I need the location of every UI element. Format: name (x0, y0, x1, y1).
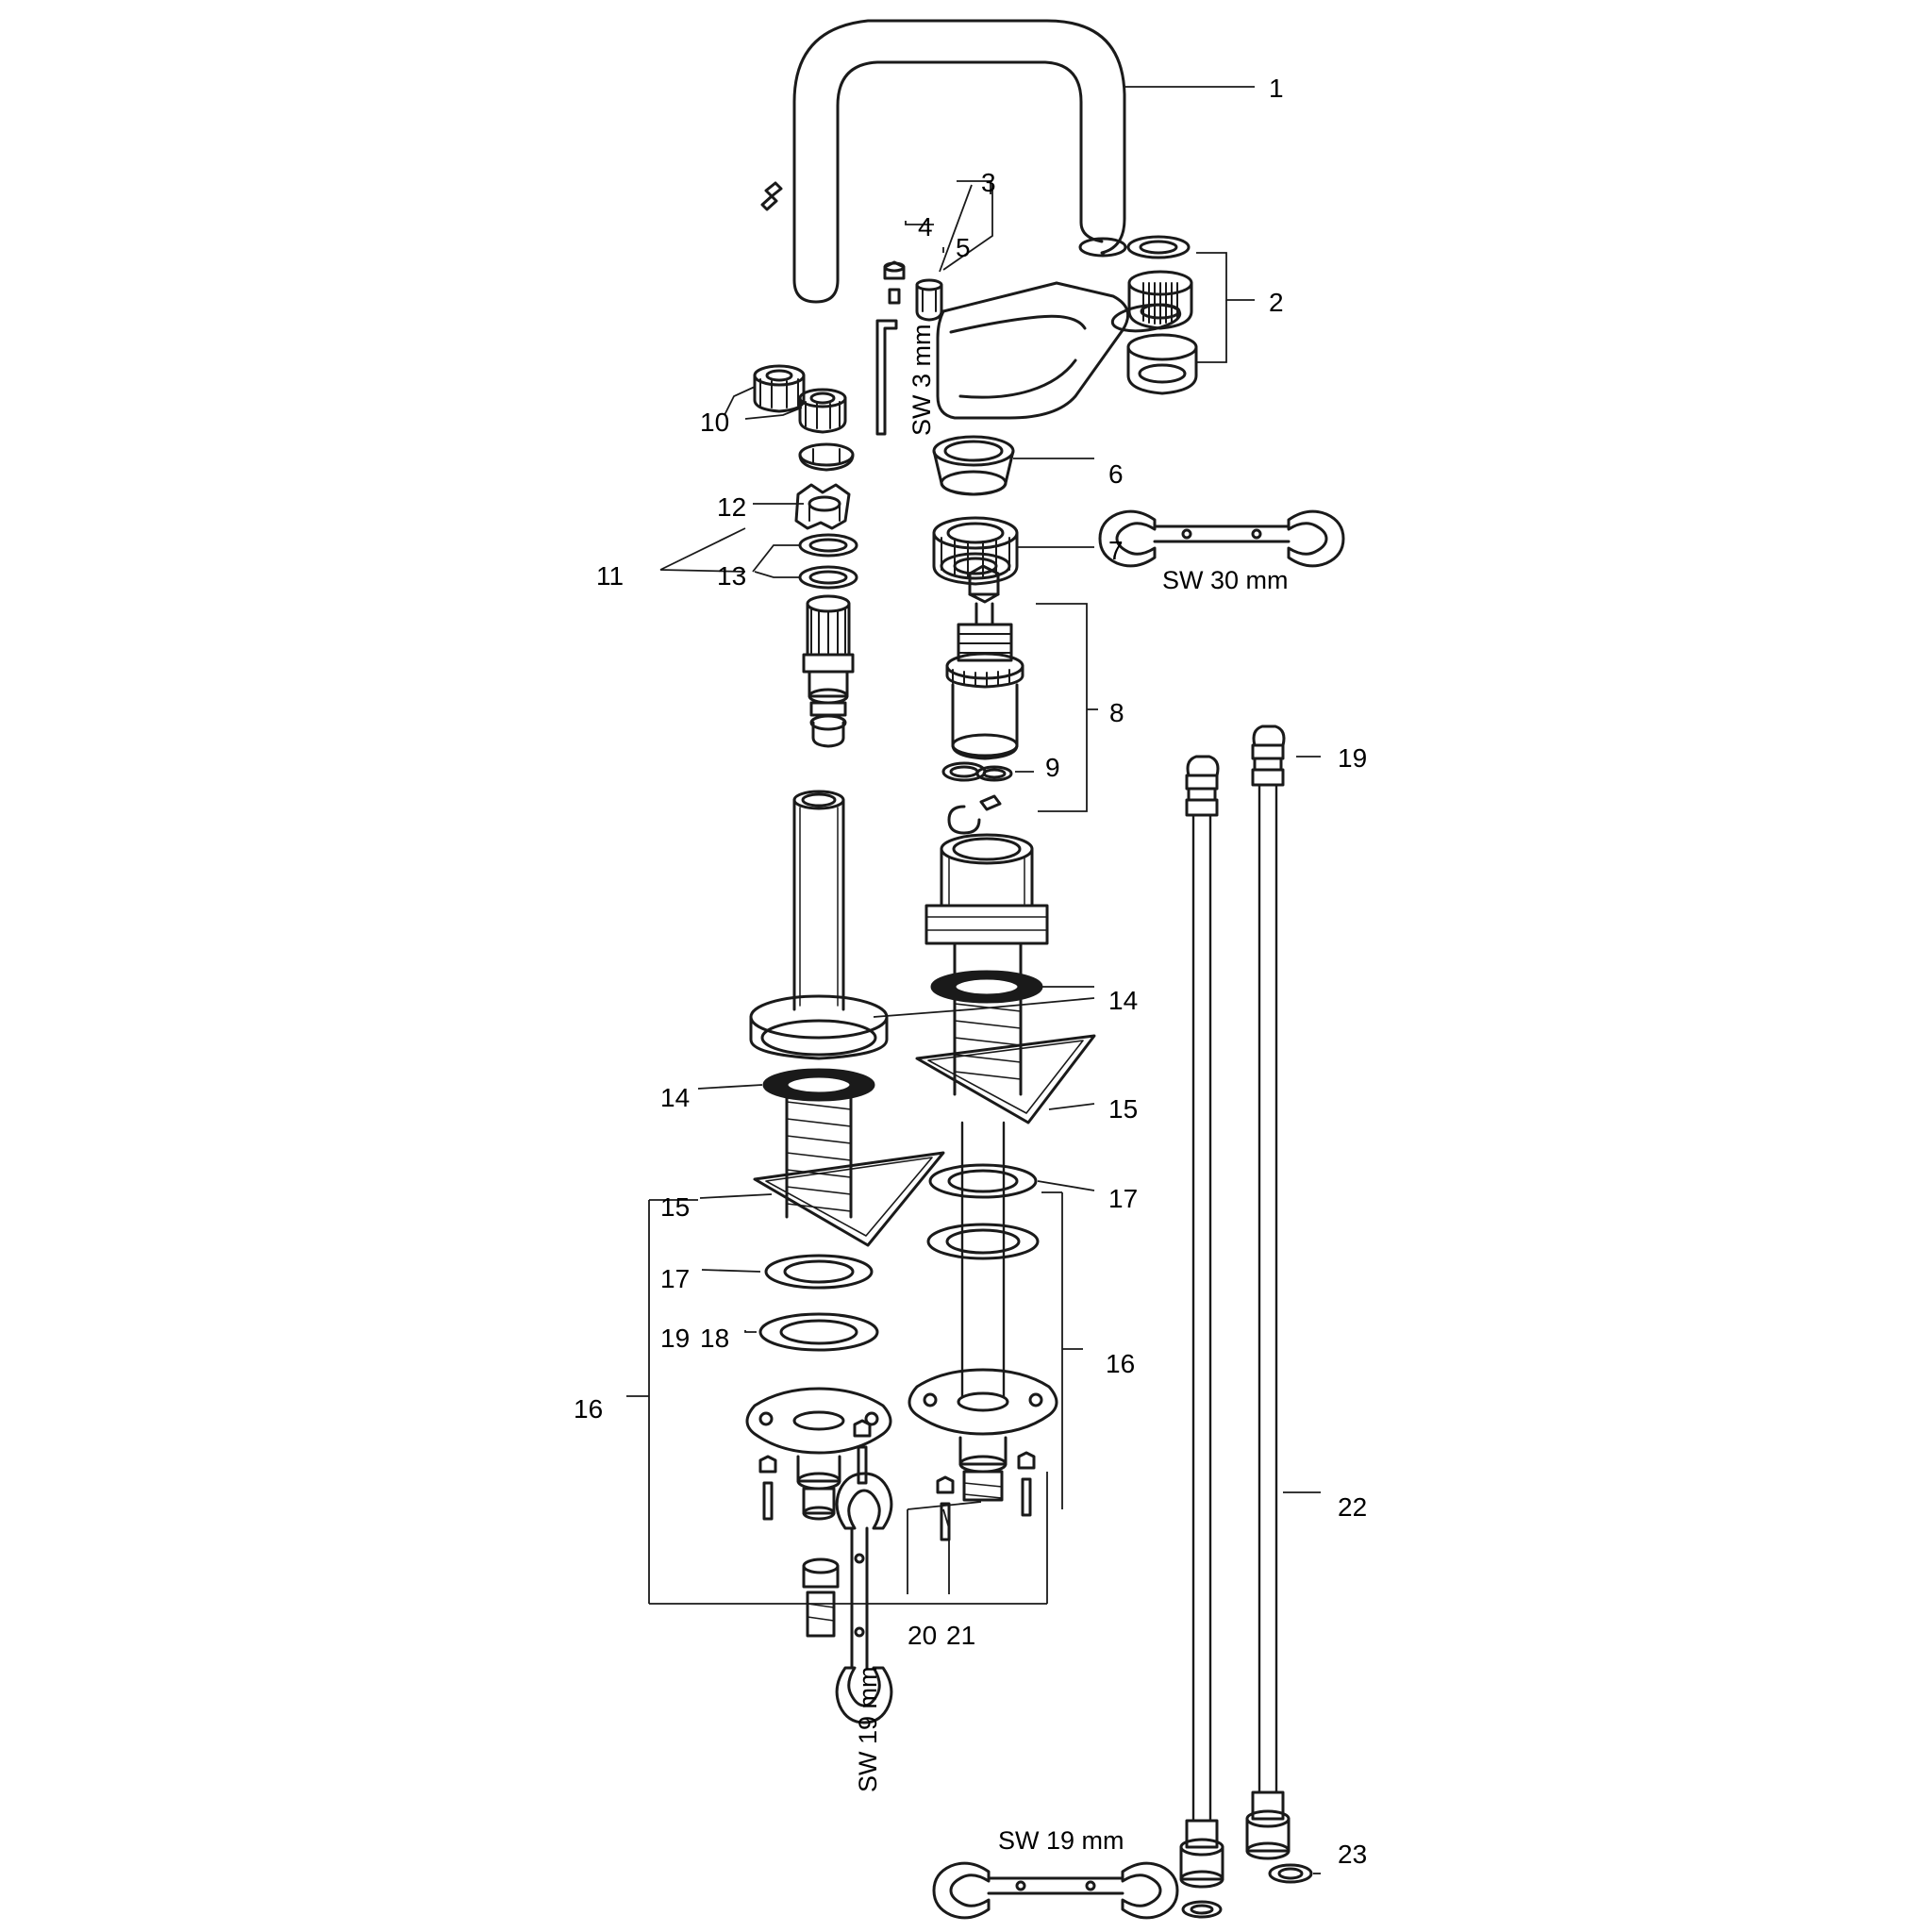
part-washer-23 (1268, 1863, 1313, 1884)
part-bush-10b (798, 388, 847, 434)
part-valve-stem (802, 594, 855, 748)
callout-14-right: 14 (1108, 986, 1139, 1015)
part-hose-left (1179, 755, 1224, 1919)
callout-16-left: 16 (574, 1394, 604, 1424)
part-spout (760, 19, 1127, 304)
part-riser-left (745, 790, 945, 1638)
part-grub-screw (883, 260, 906, 305)
part-o-ring-13a (798, 533, 858, 558)
tool-label-sw3: SW 3 mm (908, 324, 936, 437)
callout-11: 11 (596, 561, 625, 591)
callout-22: 22 (1338, 1492, 1368, 1522)
part-riser-right (908, 833, 1096, 1541)
tool-wrench-30 (1098, 509, 1345, 568)
callout-10: 10 (700, 408, 730, 437)
tool-label-sw30: SW 30 mm (1162, 566, 1289, 594)
callout-7: 7 (1108, 536, 1124, 565)
part-sleeve (915, 278, 943, 322)
part-handle-lever (936, 281, 1182, 420)
callout-19-hose: 19 (1338, 743, 1368, 773)
part-hose-right (1245, 724, 1291, 1860)
callout-17-right: 17 (1108, 1184, 1139, 1213)
callout-4: 4 (918, 212, 933, 242)
callout-15-right: 15 (1108, 1094, 1139, 1124)
callout-1: 1 (1269, 74, 1284, 103)
callout-8: 8 (1109, 698, 1124, 727)
callout-20: 20 (908, 1621, 938, 1650)
part-bush-10a (753, 364, 806, 413)
tool-wrench-19-horizontal (932, 1861, 1179, 1920)
callout-17-left: 17 (660, 1264, 691, 1293)
part-star-washer (794, 483, 851, 530)
callout-23: 23 (1338, 1840, 1368, 1869)
callout-2: 2 (1269, 288, 1284, 317)
part-aerator (1126, 235, 1198, 395)
tool-allen-key (875, 319, 898, 436)
part-shroud (932, 435, 1015, 496)
part-clip (947, 794, 1002, 835)
tool-wrench-19-vertical (835, 1472, 893, 1724)
tool-label-sw19-horizontal: SW 19 mm (998, 1826, 1124, 1855)
tool-label-sw19-vertical: SW 19 mm (854, 1666, 882, 1792)
callout-21: 21 (946, 1621, 976, 1650)
callout-13: 13 (717, 561, 747, 591)
part-gland-nut (932, 516, 1019, 586)
callout-16-right: 16 (1106, 1349, 1136, 1378)
part-cartridge (945, 564, 1024, 760)
part-circlip (798, 442, 855, 472)
callout-19-left: 19 (660, 1324, 691, 1353)
callout-9: 9 (1045, 753, 1060, 782)
callout-3: 3 (981, 168, 996, 197)
part-o-ring-13b (798, 565, 858, 590)
callout-5: 5 (956, 233, 971, 262)
part-o-rings-9 (941, 761, 1013, 782)
callout-14-left: 14 (660, 1083, 691, 1112)
callout-12: 12 (717, 492, 747, 522)
callout-18: 18 (700, 1324, 730, 1353)
callout-6: 6 (1108, 459, 1124, 489)
callout-15-left: 15 (660, 1192, 691, 1222)
